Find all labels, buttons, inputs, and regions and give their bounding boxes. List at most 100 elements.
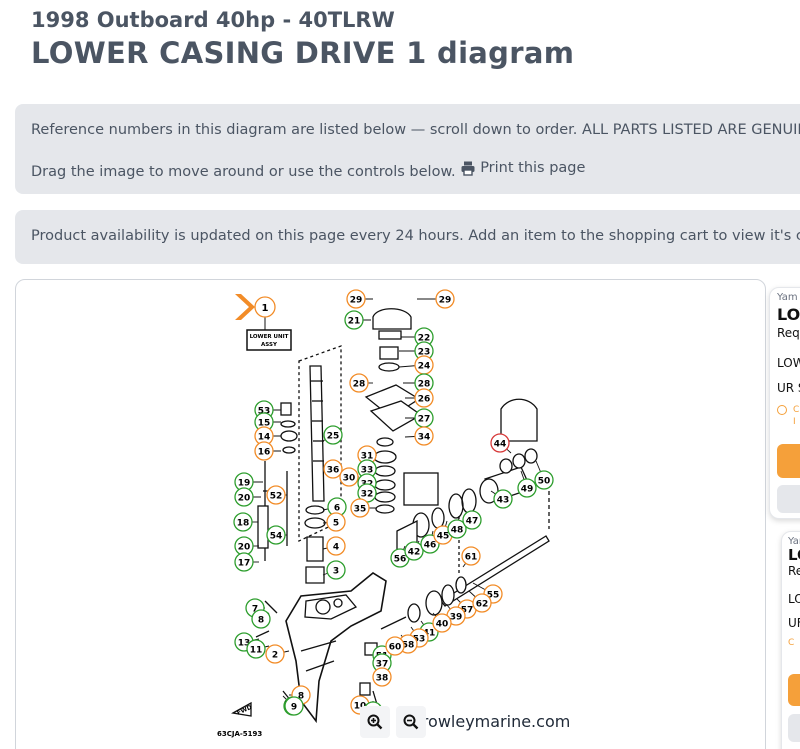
callout-number: 29	[439, 296, 452, 306]
callout-circle[interactable]	[432, 613, 452, 633]
callout-number: 52	[270, 492, 283, 502]
callout-circle[interactable]	[323, 425, 343, 445]
product-card-1[interactable]: Yam LOV Req LOW UR S C I	[769, 287, 800, 519]
callout-circle[interactable]	[326, 512, 346, 532]
callout-number: 40	[436, 620, 449, 630]
zoom-in-icon	[367, 714, 383, 730]
callout-circle[interactable]	[414, 426, 434, 446]
callout-circle[interactable]	[414, 388, 434, 408]
callout-number: 9	[291, 703, 297, 713]
callout-number: 31	[361, 452, 374, 462]
callout-number: 28	[353, 380, 366, 390]
details-button[interactable]	[777, 485, 800, 513]
page-title: LOWER CASING DRIVE 1 diagram	[31, 36, 575, 70]
callout-number: 60	[389, 643, 402, 653]
callout-number: 43	[497, 496, 510, 506]
callout-number: 38	[376, 674, 389, 684]
callout-circle[interactable]	[246, 639, 266, 659]
print-page-link[interactable]: Print this page	[460, 160, 585, 176]
callout-number: 3	[333, 567, 339, 577]
callout-circle[interactable]	[493, 489, 513, 509]
print-label: Print this page	[480, 160, 586, 176]
callout-circle[interactable]	[350, 498, 370, 518]
callout-number: 45	[437, 532, 450, 542]
callout-circle[interactable]	[349, 373, 369, 393]
callout-number: 27	[418, 415, 431, 425]
callout-number: 14	[258, 433, 271, 443]
callout-circle[interactable]	[266, 485, 286, 505]
callout-number: 25	[327, 432, 340, 442]
parts-diagram[interactable]: LOWER UNIT ASSY	[16, 280, 766, 749]
product-line: LO	[788, 592, 800, 606]
callout-circle[interactable]	[251, 609, 271, 629]
callout-circle[interactable]	[346, 289, 366, 309]
zoom-in-button[interactable]	[360, 706, 390, 738]
unit-label-2: ASSY	[261, 342, 278, 348]
callout-circle[interactable]	[284, 696, 304, 716]
unit-ref-number: 1	[262, 303, 269, 314]
zoom-out-button[interactable]	[396, 706, 426, 738]
callout-number: 15	[258, 419, 271, 429]
callout-circle[interactable]	[266, 525, 286, 545]
callout-number: 46	[424, 541, 437, 551]
diagram-code: 63CJA-5193	[217, 730, 262, 738]
product-ref: UR S	[777, 381, 800, 395]
clock-icon	[777, 405, 787, 415]
availability-line: C	[793, 405, 800, 415]
callout-circle[interactable]	[233, 512, 253, 532]
product-ref: UF	[788, 616, 800, 630]
callout-number: 41	[423, 629, 436, 639]
callout-circle[interactable]	[472, 593, 492, 613]
callout-circle[interactable]	[339, 467, 359, 487]
callout-circle[interactable]	[534, 470, 554, 490]
unit-ref-circle[interactable]	[254, 296, 276, 318]
product-card-2[interactable]: Yam LO Re LO UF C	[781, 531, 800, 749]
product-title[interactable]: LOV	[777, 305, 800, 324]
unit-label-1: LOWER UNIT	[250, 334, 289, 340]
callout-number: 11	[250, 646, 263, 656]
page-subtitle: 1998 Outboard 40hp - 40TLRW	[31, 8, 395, 32]
callout-circle[interactable]	[435, 289, 455, 309]
callout-number: 53	[258, 407, 271, 417]
callout-circle[interactable]	[517, 478, 537, 498]
callout-circle[interactable]	[254, 441, 274, 461]
product-brand: Yam	[788, 536, 800, 547]
callout-circle[interactable]	[326, 560, 346, 580]
callout-circle[interactable]	[462, 510, 482, 530]
info-box: Reference numbers in this diagram are li…	[15, 104, 800, 194]
availability-box: Product availability is updated on this …	[15, 210, 800, 264]
callout-number: 30	[343, 474, 356, 484]
callout-number: 13	[238, 639, 251, 649]
callout-circle[interactable]	[404, 541, 424, 561]
callout-circle[interactable]	[265, 644, 285, 664]
callout-number: 32	[361, 490, 374, 500]
product-title[interactable]: LO	[788, 546, 800, 564]
callout-number: 5	[333, 519, 339, 529]
product-requirement: Re	[788, 564, 800, 578]
availability-line-2: I	[793, 417, 796, 427]
callout-circle[interactable]	[372, 667, 392, 687]
add-to-cart-button[interactable]	[788, 674, 800, 706]
callout-number: 22	[418, 334, 431, 344]
details-button[interactable]	[788, 714, 800, 742]
product-line: LOW	[777, 356, 800, 370]
callout-number: 17	[238, 559, 251, 569]
callout-number: 57	[461, 606, 474, 616]
callout-circle[interactable]	[461, 546, 481, 566]
callout-circle[interactable]	[323, 459, 343, 479]
callout-circle[interactable]	[234, 552, 254, 572]
callout-circle[interactable]	[447, 519, 467, 539]
callout-number: 26	[418, 395, 431, 405]
add-to-cart-button[interactable]	[777, 444, 800, 478]
callout-circle[interactable]	[490, 433, 510, 453]
callout-number: 47	[466, 517, 479, 527]
callout-number: 62	[476, 600, 489, 610]
callout-circle[interactable]	[326, 536, 346, 556]
callout-number: 23	[418, 348, 431, 358]
callout-number: 54	[270, 532, 283, 542]
diagram-panel[interactable]: LOWER UNIT ASSY	[15, 279, 766, 749]
callout-circle[interactable]	[385, 636, 405, 656]
callout-circle[interactable]	[234, 487, 254, 507]
callout-circle[interactable]	[344, 310, 364, 330]
